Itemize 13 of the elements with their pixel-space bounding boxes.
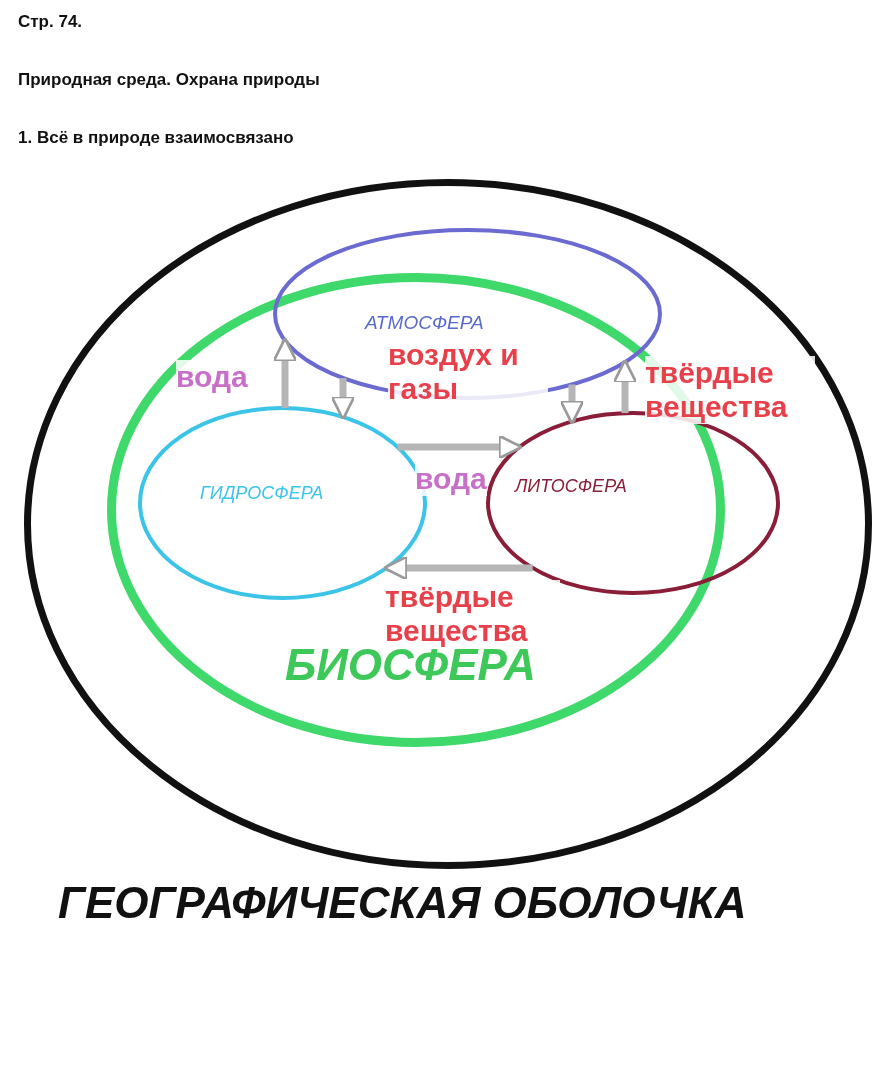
heading-text: Стр. 74.: [18, 12, 83, 32]
heading-text: 1. Всё в природе взаимосвязано: [18, 128, 294, 148]
region-label: ГИДРОСФЕРА: [200, 483, 324, 504]
region-label: АТМОСФЕРА: [365, 312, 484, 334]
edge-label: вода: [415, 462, 487, 496]
region-label: ГЕОГРАФИЧЕСКАЯ ОБОЛОЧКА: [58, 878, 747, 928]
block-arrow: [397, 434, 524, 460]
heading-text: Природная среда. Охрана природы: [18, 70, 320, 90]
region-label: ЛИТОСФЕРА: [515, 476, 627, 497]
block-arrow: [612, 358, 638, 414]
block-arrow: [559, 384, 585, 425]
edge-label: твёрдые вещества: [645, 356, 815, 424]
edge-label: вода: [176, 360, 248, 394]
